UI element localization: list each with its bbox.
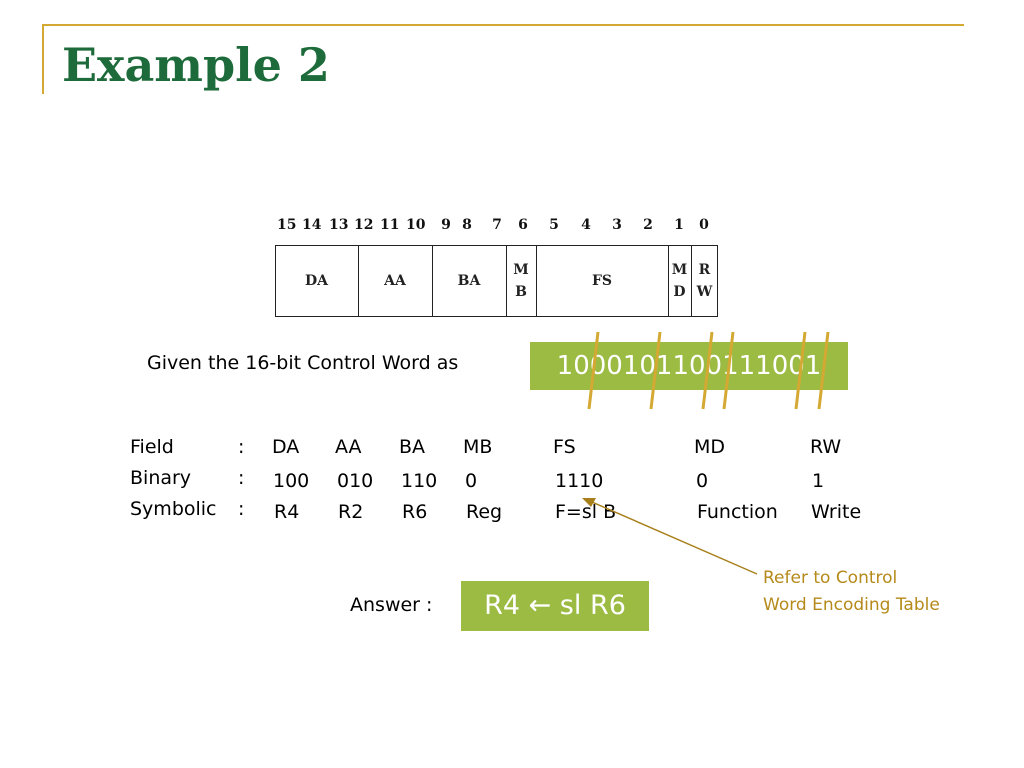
field-label: R W — [696, 262, 713, 300]
title-frame-left — [42, 24, 44, 94]
bit-number: 0 — [699, 217, 709, 233]
bit-number: 2 — [643, 217, 653, 233]
slide-title: Example 2 — [62, 38, 330, 92]
bit-number: 13 — [329, 217, 349, 233]
encoding-table-note: Refer to Control Word Encoding Table — [763, 568, 940, 615]
table-row-colon: : — [238, 498, 245, 520]
bit-number: 11 — [380, 217, 400, 233]
field-label: M B — [513, 262, 529, 300]
table-cell: AA — [335, 436, 362, 458]
answer-value: R4 ← sl R6 — [484, 590, 626, 621]
separator-slash-3 — [701, 331, 714, 410]
table-cell: 1 — [812, 470, 825, 492]
table-cell: R2 — [338, 501, 364, 523]
table-row-label: Field — [130, 436, 174, 458]
bit-number: 1 — [674, 217, 684, 233]
table-cell: Write — [811, 501, 862, 523]
table-cell: 100 — [273, 470, 310, 492]
table-cell: MD — [694, 436, 726, 458]
field-divider — [536, 245, 537, 317]
field-divider — [358, 245, 359, 317]
table-row-colon: : — [238, 467, 245, 489]
bit-number: 4 — [581, 217, 591, 233]
table-cell: MB — [463, 436, 493, 458]
bit-number: 6 — [518, 217, 528, 233]
table-cell: 0 — [696, 470, 709, 492]
field-label: M D — [671, 262, 688, 300]
bit-number: 14 — [302, 217, 322, 233]
given-label: Given the 16-bit Control Word as — [147, 352, 459, 374]
separator-slash-2 — [649, 331, 662, 410]
bit-number: 9 — [441, 217, 451, 233]
note-arrow — [582, 498, 758, 575]
table-cell: R4 — [274, 501, 300, 523]
answer-highlight — [461, 581, 649, 631]
field-divider — [668, 245, 669, 317]
title-frame-top — [42, 24, 964, 26]
table-cell: FS — [553, 436, 576, 458]
field-divider — [691, 245, 692, 317]
table-cell: 010 — [337, 470, 374, 492]
given-control-word: 1000101100111001 — [556, 351, 822, 381]
table-cell: 1110 — [555, 470, 604, 492]
given-control-word-highlight — [530, 342, 848, 390]
bit-number: 3 — [612, 217, 622, 233]
table-cell: R6 — [402, 501, 428, 523]
field-divider — [432, 245, 433, 317]
table-cell: Reg — [466, 501, 503, 523]
bit-number: 7 — [492, 217, 502, 233]
separator-slash-6 — [817, 331, 830, 410]
bit-number: 12 — [354, 217, 374, 233]
control-word-format-box — [275, 245, 718, 317]
table-cell: 0 — [465, 470, 478, 492]
field-label: BA — [457, 273, 481, 289]
separator-slash-4 — [722, 331, 735, 410]
separator-slash-5 — [794, 331, 807, 410]
field-label: DA — [304, 273, 328, 289]
bit-number: 8 — [462, 217, 472, 233]
table-row-label: Binary — [130, 467, 192, 489]
table-cell: 110 — [401, 470, 438, 492]
bit-number: 5 — [549, 217, 559, 233]
table-cell: BA — [399, 436, 426, 458]
field-divider — [506, 245, 507, 317]
bit-number: 15 — [277, 217, 297, 233]
field-label: AA — [384, 273, 406, 289]
table-cell: Function — [697, 501, 778, 523]
field-label: FS — [591, 273, 613, 289]
answer-label: Answer : — [350, 594, 433, 616]
table-cell: DA — [272, 436, 300, 458]
separator-slash-1 — [587, 331, 600, 410]
table-cell: RW — [810, 436, 842, 458]
table-row-colon: : — [238, 436, 245, 458]
field-separator-slashes — [587, 331, 830, 410]
table-row-label: Symbolic — [130, 498, 217, 520]
bit-number: 10 — [406, 217, 426, 233]
